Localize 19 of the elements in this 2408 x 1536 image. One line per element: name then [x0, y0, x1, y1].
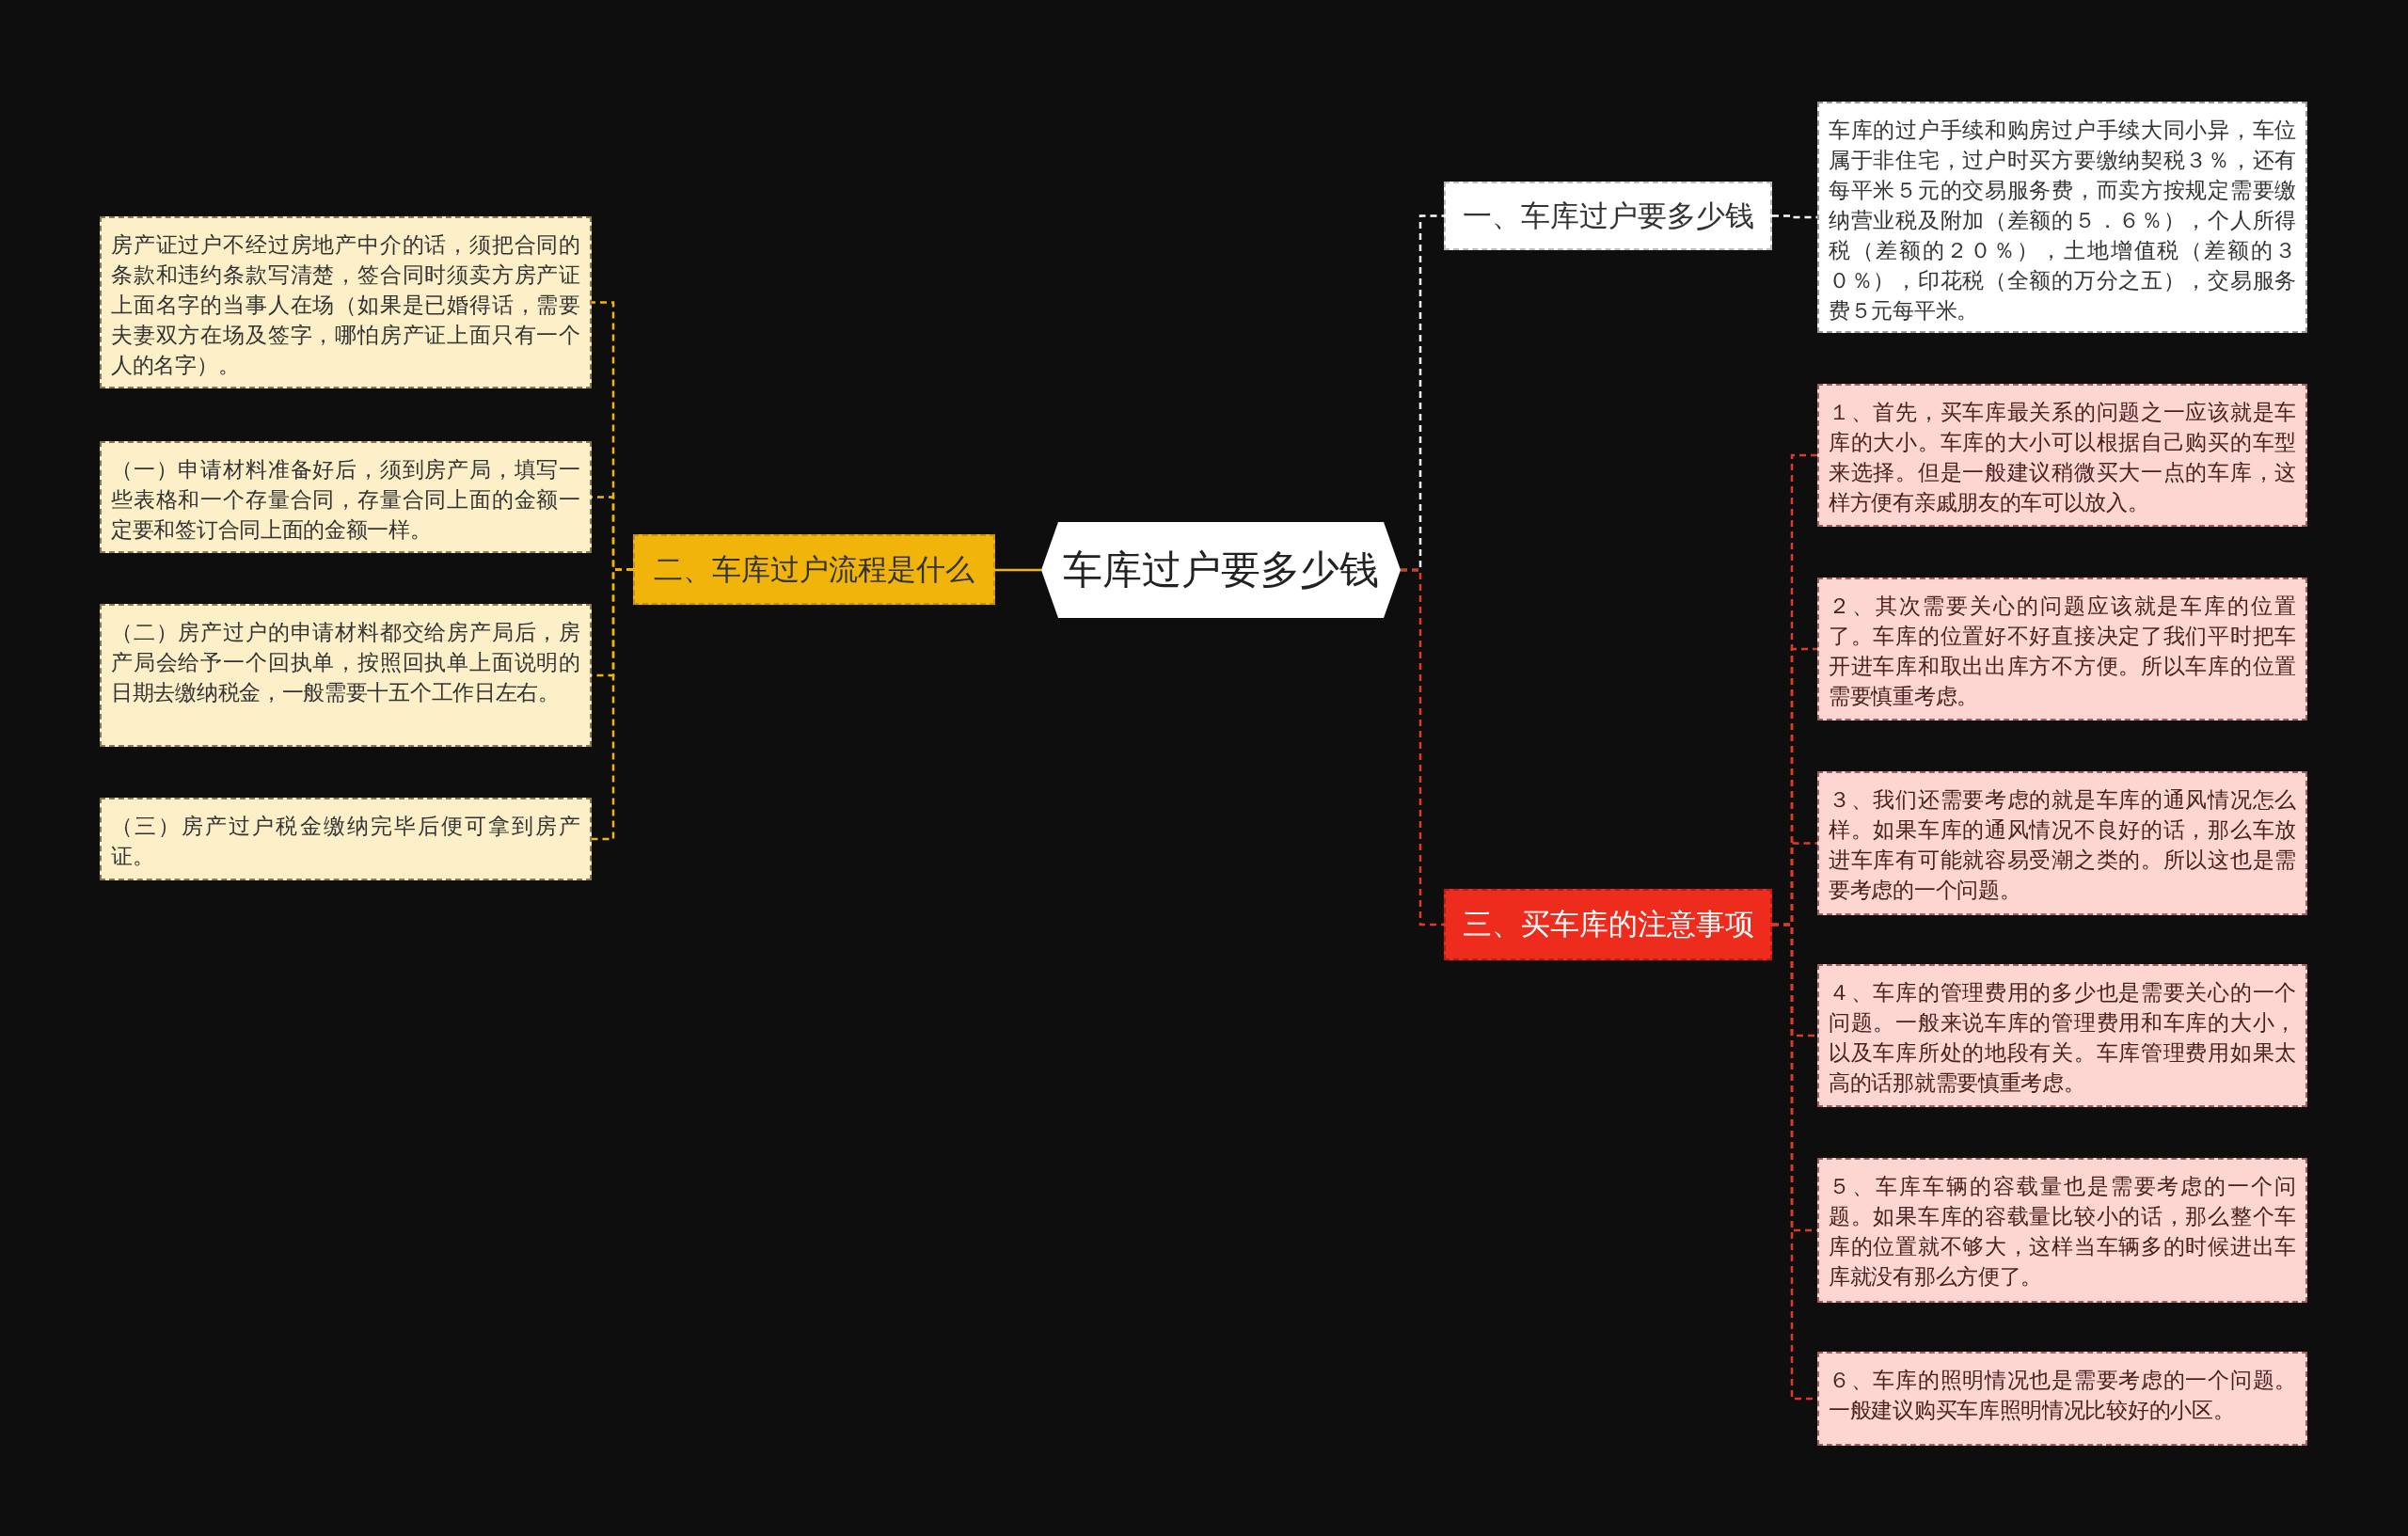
connector-line — [1772, 214, 1817, 219]
note-box: ３、我们还需要考虑的就是车库的通风情况怎么样。如果车库的通风情况不良好的话，那么车放进车库有可能就容易受潮之类的。所以这也是需要考虑的一个问题。 — [1817, 771, 2307, 915]
note-box: １、首先，买车库最关系的问题之一应该就是车库的大小。车库的大小可以根据自己购买的车型来选择。但是一般建议稍微买大一点的车库，这样方便有亲戚朋友的车可以放入。 — [1817, 384, 2307, 527]
note-box: ５、车库车辆的容载量也是需要考虑的一个问题。如果车库的容载量比较小的话，那么整个车库的位置就不够大，这样当车辆多的时候进出车库就没有那么方便了。 — [1817, 1158, 2307, 1303]
topic-hexagon: 车库过户要多少钱 — [1041, 522, 1401, 618]
connector-line — [995, 568, 1041, 572]
branch-box: 三、买车库的注意事项 — [1444, 889, 1772, 960]
note-box: ２、其次需要关心的问题应该就是车库的位置了。车库的位置好不好直接决定了我们平时把车开进车库和取出出库方不方便。所以车库的位置需要慎重考虑。 — [1817, 578, 2307, 720]
note-box: ４、车库的管理费用的多少也是需要关心的一个问题。一般来说车库的管理费用和车库的大小，以及车库所处的地段有关。车库管理费用如果太高的话那就需要慎重考虑。 — [1817, 964, 2307, 1107]
note-box: ６、车库的照明情况也是需要考虑的一个问题。一般建议购买车库照明情况比较好的小区。 — [1817, 1352, 2307, 1446]
connector-line — [592, 568, 633, 841]
branch-box: 二、车库过户流程是什么 — [633, 534, 995, 605]
note-box: 房产证过户不经过房地产中介的话，须把合同的条款和违约条款写清楚，签合同时须卖方房产证上面名字的当事人在场（如果是已婚得话，需要夫妻双方在场及签字，哪怕房产证上面只有一个人的名字）。 — [100, 216, 592, 388]
note-box: （一）申请材料准备好后，须到房产局，填写一些表格和一个存量合同，存量合同上面的金额一定要和签订合同上面的金额一样。 — [100, 441, 592, 553]
note-box: （二）房产过户的申请材料都交给房产局后，房产局会给予一个回执单，按照回执单上面说明的日期去缴纳税金，一般需要十五个工作日左右。 — [100, 604, 592, 747]
branch-box: 一、车库过户要多少钱 — [1444, 182, 1772, 250]
note-box: （三）房产过户税金缴纳完毕后便可拿到房产证。 — [100, 798, 592, 880]
connector-line — [1401, 568, 1444, 926]
note-box: 车库的过户手续和购房过户手续大同小异，车位属于非住宅，过户时买方要缴纳契税３％，还有每平米５元的交易服务费，而卖方按规定需要缴纳营业税及附加（差额的５．６％），个人所得税（差额的２０％），土地增值税（差额的３０％），印花税（全额的万分之五），交易服务费５元每平米。 — [1817, 102, 2307, 333]
